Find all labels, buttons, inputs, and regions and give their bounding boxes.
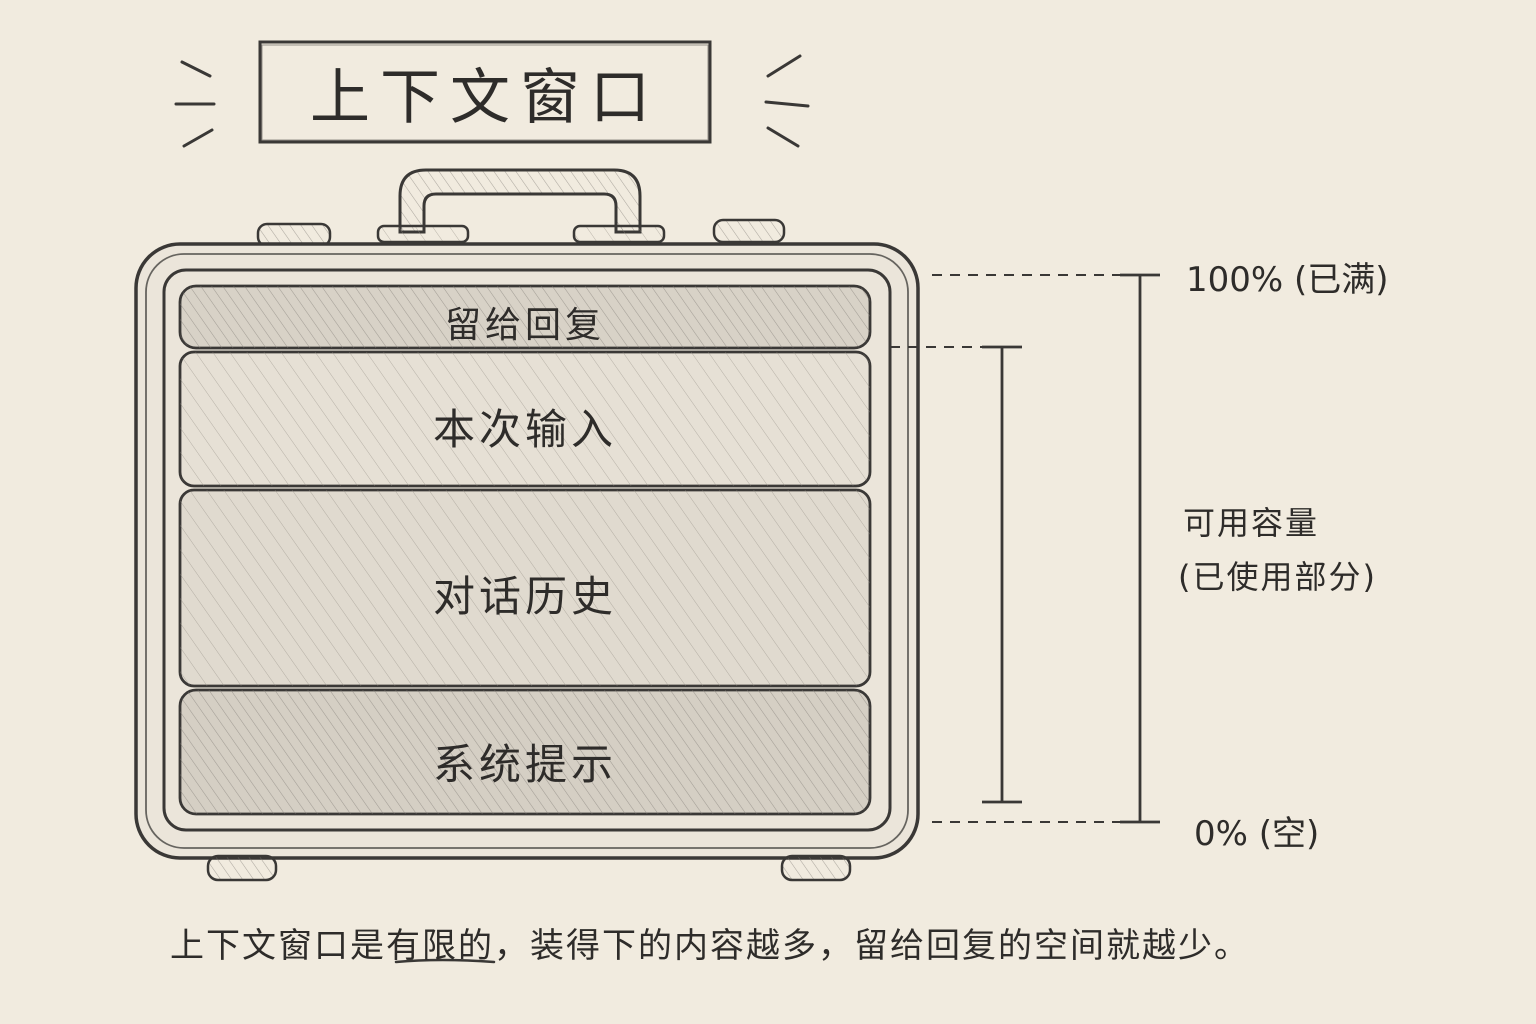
capacity-label: 可用容量: [1183, 504, 1320, 542]
scale-empty-label: 0% (空): [1194, 814, 1320, 854]
latch-right: [712, 218, 786, 244]
emphasis-strokes-left: [174, 60, 216, 148]
scale-full-label: 100% (已满): [1186, 260, 1389, 300]
caption-underline: [394, 958, 496, 964]
used-portion-bar: [982, 345, 1022, 804]
foot-right: [780, 854, 852, 882]
layer-input-label: 本次输入: [432, 405, 617, 454]
layer-history-label: 对话历史: [432, 572, 617, 621]
capacity-scale-bar: [1120, 273, 1160, 824]
capacity-sublabel: (已使用部分): [1178, 558, 1377, 596]
layer-system-label: 系统提示: [432, 740, 617, 789]
suitcase-handle: [376, 168, 666, 244]
layer-reply-label: 留给回复: [444, 305, 605, 346]
emphasis-strokes-right: [764, 54, 810, 148]
page-title: 上下文窗口: [310, 62, 660, 133]
caption-text: 上下文窗口是有限的，装得下的内容越多，留给回复的空间就越少。: [170, 926, 1250, 966]
foot-left: [206, 854, 278, 882]
title-box: [258, 40, 712, 144]
